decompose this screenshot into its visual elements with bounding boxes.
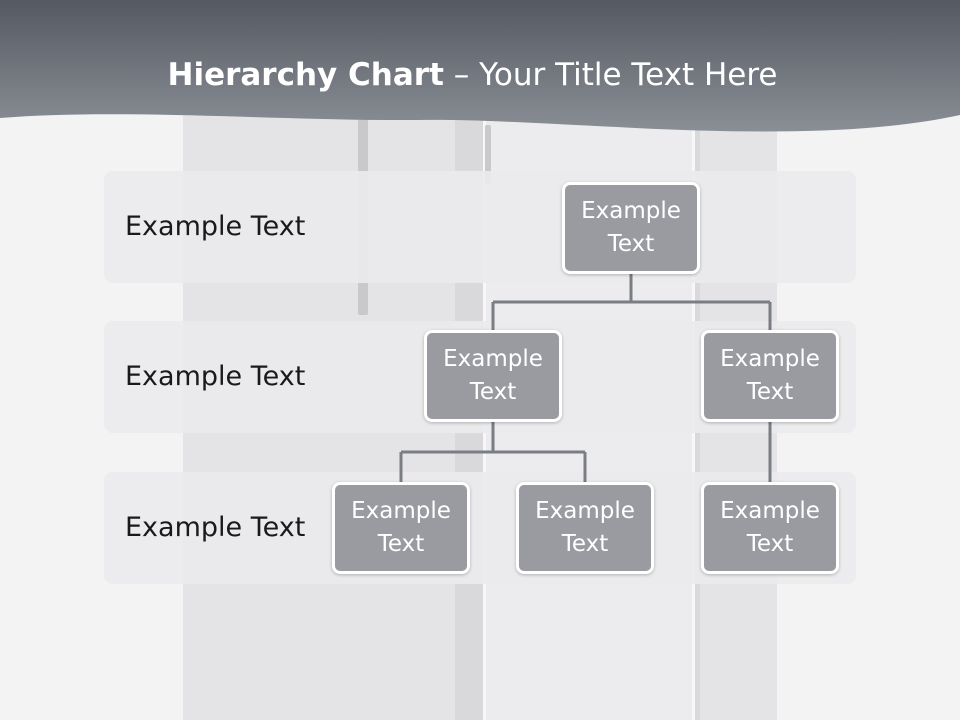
node-level2-left: Example Text (424, 330, 562, 422)
level-label: Example Text (125, 512, 306, 543)
node-root: Example Text (562, 182, 700, 274)
level-label: Example Text (125, 211, 306, 242)
title-bold: Hierarchy Chart (167, 57, 444, 93)
node-level2-right: Example Text (701, 330, 839, 422)
level-label: Example Text (125, 361, 306, 392)
title-rest: – Your Title Text Here (443, 57, 778, 93)
header-banner (0, 0, 960, 140)
header-wave (0, 0, 960, 132)
node-level3-middle: Example Text (516, 482, 654, 574)
node-level3-right: Example Text (701, 482, 839, 574)
level-band-1: Example Text (104, 171, 856, 283)
node-level3-left: Example Text (332, 482, 470, 574)
background-handle (485, 125, 491, 185)
page-title: Hierarchy Chart – Your Title Text Here (0, 52, 945, 98)
